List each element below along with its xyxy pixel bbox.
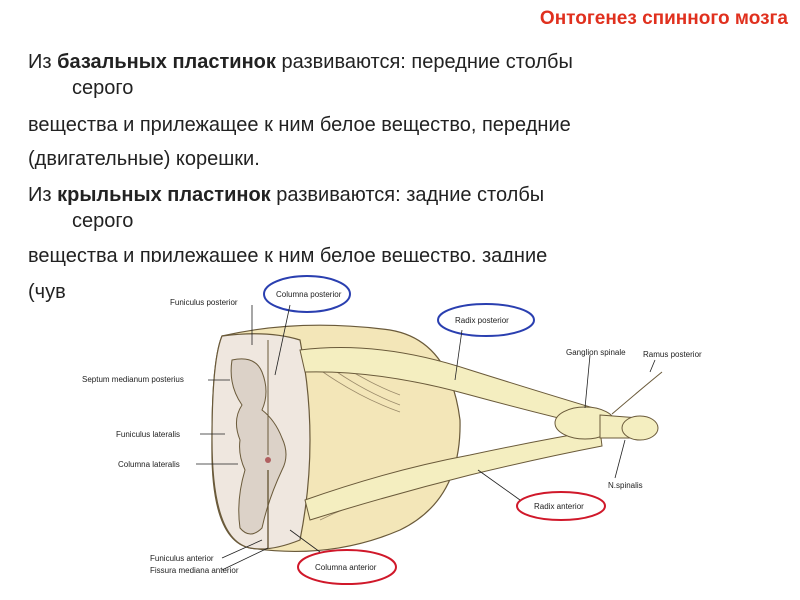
paragraph-alar-line1: Из крыльных пластинок развиваются: задни… <box>28 184 545 206</box>
label-columna-lateralis: Columna lateralis <box>118 460 180 469</box>
label-funiculus-lateralis: Funiculus lateralis <box>116 430 180 439</box>
paragraph-basal-line1: Из базальных пластинок развиваются: пере… <box>28 51 573 73</box>
paragraph-basal-line2: вещества и прилежащее к ним белое вещест… <box>28 114 571 136</box>
label-ramus-posterior: Ramus posterior <box>643 350 702 359</box>
paragraph-basal-wrap: серого <box>72 77 134 99</box>
label-funiculus-anterior: Funiculus anterior <box>150 554 214 563</box>
paragraph-alar-line3: (чув <box>28 281 66 303</box>
label-radix-anterior: Radix anterior <box>534 502 584 511</box>
label-funiculus-posterior: Funiculus posterior <box>170 298 238 307</box>
label-radix-posterior: Radix posterior <box>455 316 509 325</box>
label-ganglion-spinale: Ganglion spinale <box>566 348 626 357</box>
highlight-radix-posterior <box>437 303 535 337</box>
label-n-spinalis: N.spinalis <box>608 481 643 490</box>
central-canal <box>265 457 271 463</box>
term-alar-plates: крыльных пластинок <box>57 184 271 206</box>
highlight-columna-posterior <box>263 275 351 313</box>
highlight-radix-anterior <box>516 491 606 521</box>
paragraph-alar-wrap: серого <box>72 210 134 232</box>
label-columna-posterior: Columna posterior <box>276 290 342 299</box>
paragraph-basal-line3: (двигательные) корешки. <box>28 148 260 170</box>
highlight-columna-anterior <box>297 549 397 585</box>
label-columna-anterior: Columna anterior <box>315 563 377 572</box>
posterior-ramus <box>611 371 663 415</box>
gray-matter <box>230 358 287 535</box>
spinal-nerve-end <box>621 415 659 441</box>
paragraph-alar-line2: вещества и прилежащее к ним белое вещест… <box>28 245 548 267</box>
term-basal-plates: базальных пластинок <box>57 51 276 73</box>
label-fissura-mediana-anterior: Fissura mediana anterior <box>150 566 239 575</box>
slide-title: Онтогенез спинного мозга <box>539 8 788 29</box>
leader-lines <box>196 304 656 571</box>
label-septum-medianum-posterius: Septum medianum posterius <box>82 375 184 384</box>
